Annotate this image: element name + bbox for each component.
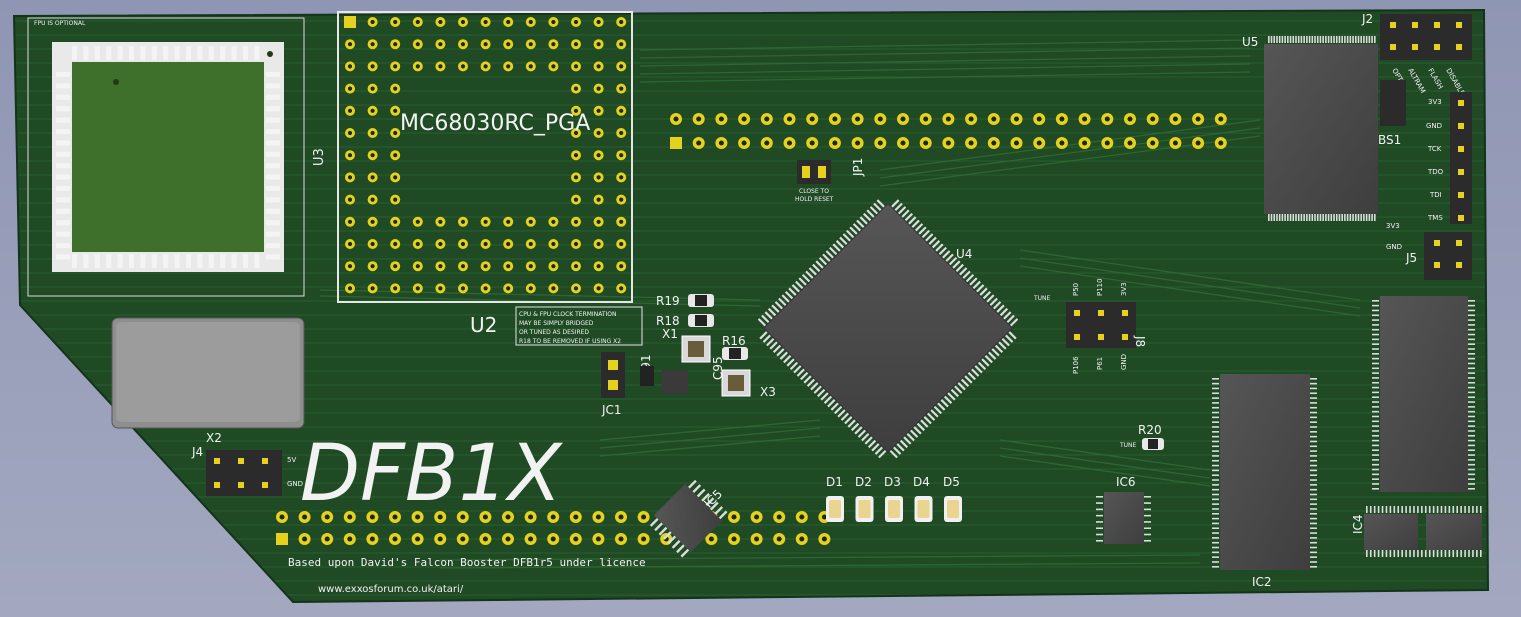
x2-crystal-can [111, 317, 305, 429]
u5-tsop-chip [1264, 36, 1378, 221]
svg-text:P110: P110 [1096, 278, 1104, 296]
svg-text:3V3: 3V3 [1428, 98, 1442, 106]
jp1-ref: JP1 [851, 158, 865, 177]
clock-note-3: OR TUNED AS DESIRED [519, 329, 589, 336]
j5-header [1424, 232, 1472, 280]
jp1-note-1: CLOSE TO [799, 188, 829, 195]
r20-ref: R20 [1138, 423, 1162, 437]
u4-tqfp-chip [757, 199, 1019, 459]
svg-text:P106: P106 [1072, 356, 1080, 374]
regulator-chip [662, 370, 688, 394]
x1-oscillator [681, 335, 711, 363]
svg-text:P61: P61 [1096, 357, 1104, 370]
ic4-ref: IC4 [1351, 514, 1365, 534]
j4-ref: J4 [191, 445, 203, 459]
u3-plcc-socket [27, 17, 305, 297]
x3-ref: X3 [760, 385, 776, 399]
jc1-ref: JC1 [601, 403, 622, 417]
ic5-soic-chip [649, 479, 728, 558]
ic2-ref: IC2 [1252, 575, 1272, 589]
j4-header [206, 450, 282, 496]
r18-ref: R18 [656, 314, 680, 328]
jc1-jumper [601, 352, 625, 398]
credit-text: Based upon David's Falcon Booster DFB1r5… [288, 556, 646, 569]
board-title: DFB1X [300, 429, 563, 519]
j2-ref: J2 [1361, 12, 1373, 26]
r91-resistor [640, 366, 654, 386]
ic4-chips [1364, 506, 1482, 557]
trace-bundles [319, 39, 1361, 569]
j8-pin-labels: P50 P110 3V3 P106 P61 GND [1072, 278, 1128, 374]
r16-ref: R16 [722, 334, 746, 348]
pga-label: MC68030RC_PGA [400, 111, 590, 136]
j4-pin-5v: 5V [287, 456, 296, 464]
j5-pin-gnd: GND [1386, 243, 1402, 251]
clock-note-4: R18 TO BE REMOVED IF USING X2 [519, 338, 621, 345]
u5-ref: U5 [1242, 35, 1258, 49]
x3-oscillator [721, 369, 751, 397]
u2-ref: U2 [470, 313, 497, 337]
j5-ref: J5 [1405, 251, 1417, 265]
ic3-tsop-chip [1372, 296, 1475, 492]
jp1-note-2: HOLD RESET [795, 196, 834, 203]
led-row [826, 496, 962, 522]
j8-header [1066, 302, 1136, 348]
svg-text:GND: GND [1120, 354, 1128, 370]
bs1-ref: BS1 [1378, 133, 1401, 147]
url-text: www.exxosforum.co.uk/atari/ [318, 584, 464, 595]
r16-resistor [722, 347, 748, 360]
u2-pga-socket [337, 11, 633, 303]
j5-pin-3v3: 3V3 [1386, 222, 1400, 230]
svg-text:3V3: 3V3 [1120, 282, 1128, 296]
j2-header [1380, 14, 1472, 60]
j8-side-label: TUNE [1033, 295, 1051, 302]
d4-ref: D4 [913, 475, 930, 489]
bs1-jumper [1380, 80, 1406, 126]
u4-ref: U4 [956, 247, 972, 261]
clock-note-1: CPU & FPU CLOCK TERMINATION [519, 311, 616, 318]
ic2-tsop-chip [1212, 374, 1317, 570]
svg-text:GND: GND [1426, 122, 1442, 130]
jtag-pin-labels: 3V3 GND TCK TDO TDI TMS [1426, 98, 1444, 222]
x1-ref: X1 [662, 327, 678, 341]
r18-resistor [688, 314, 714, 327]
ic6-soic-chip [1096, 492, 1151, 544]
d3-ref: D3 [884, 475, 901, 489]
j4-pin-gnd: GND [287, 480, 303, 488]
svg-text:TDI: TDI [1429, 191, 1442, 199]
ic6-ref: IC6 [1116, 475, 1136, 489]
d2-ref: D2 [855, 475, 872, 489]
r20-side-label: TUNE [1119, 442, 1137, 449]
r19-ref: R19 [656, 294, 680, 308]
j8-ref: J8 [1133, 335, 1147, 347]
fpu-optional-note: FPU IS OPTIONAL [34, 20, 86, 27]
c95-ref: C95 [711, 356, 725, 380]
u3-ref: U3 [312, 148, 327, 166]
r19-resistor [688, 294, 714, 307]
x2-ref: X2 [206, 431, 222, 445]
d5-ref: D5 [943, 475, 960, 489]
d1-ref: D1 [826, 475, 843, 489]
svg-text:P50: P50 [1072, 283, 1080, 296]
clock-note-2: MAY BE SIMPLY BRIDGED [519, 320, 594, 327]
svg-text:TDO: TDO [1427, 168, 1444, 176]
svg-text:TCK: TCK [1427, 145, 1442, 153]
top-pin-header [670, 113, 1227, 149]
jtag-header [1450, 92, 1472, 224]
svg-text:TMS: TMS [1427, 214, 1443, 222]
